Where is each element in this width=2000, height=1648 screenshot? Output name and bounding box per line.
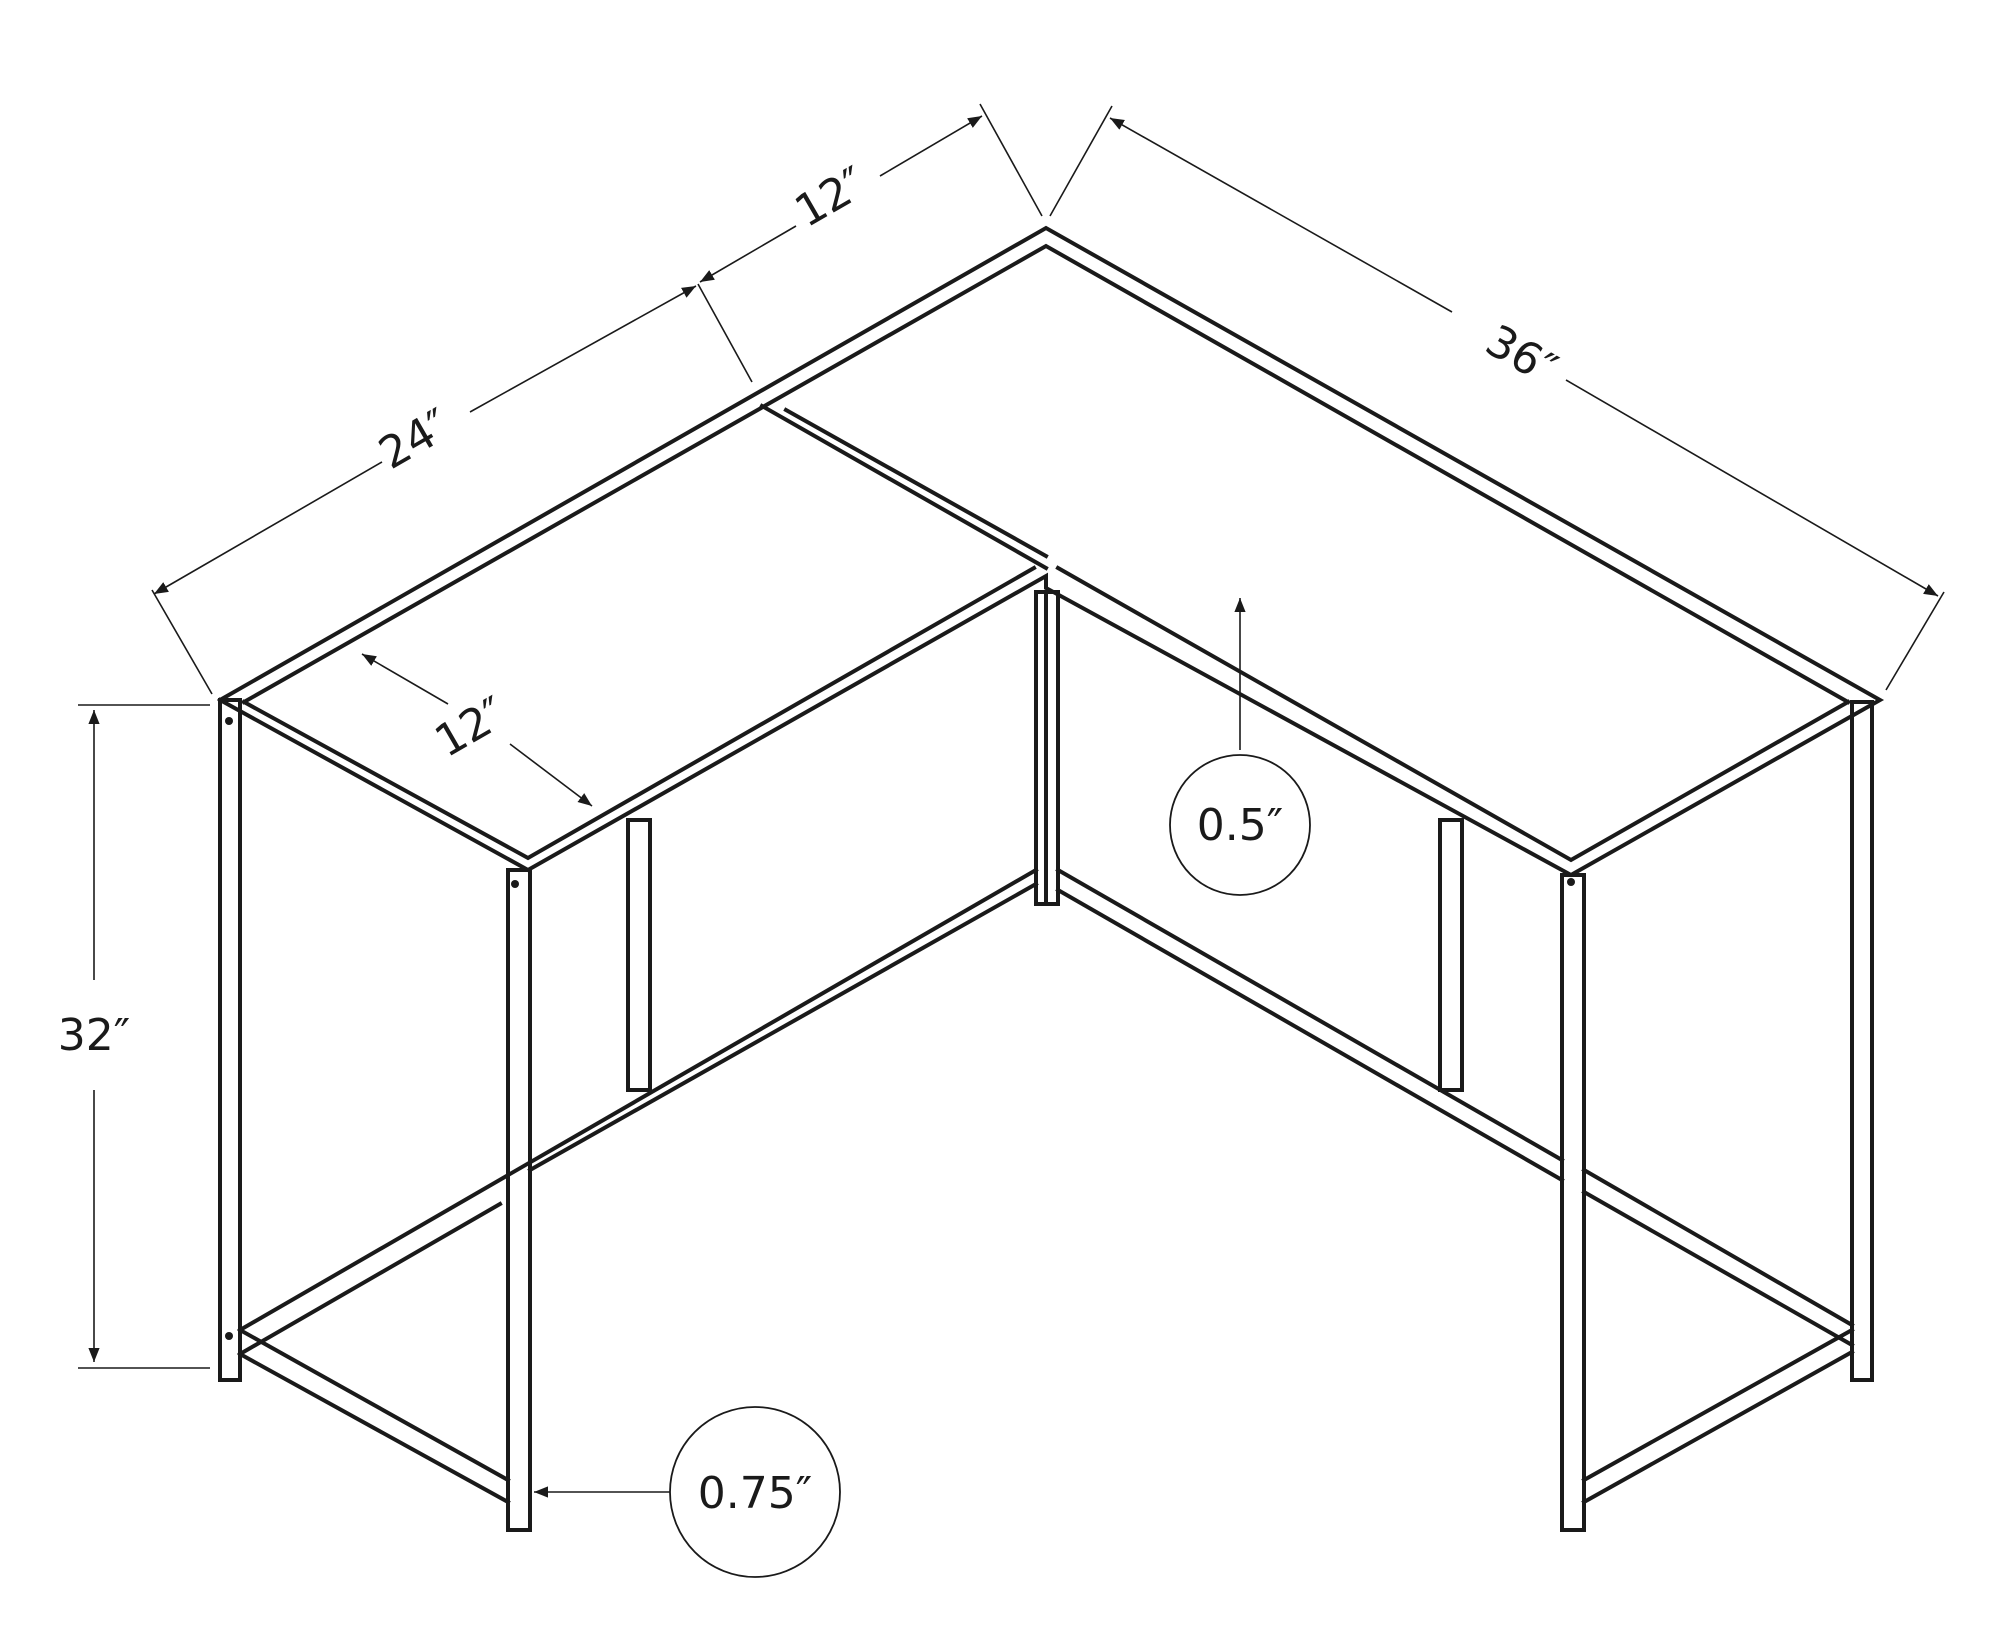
ext-line: [1049, 105, 1113, 217]
rail-right-end-lower: [1581, 1349, 1855, 1505]
top-panel-seam: [759, 403, 1049, 571]
rail-left-back-lower-b: [527, 881, 1039, 1173]
rail-right-end-upper: [1581, 1327, 1855, 1483]
dim-36-line-a: [1109, 117, 1453, 313]
dim-36-line-b: [1565, 379, 1939, 597]
top-inner-left-edge: [241, 565, 1037, 861]
top-panel-seam-inner: [783, 407, 1049, 559]
rail-left-back-lower-a: [237, 1201, 503, 1357]
callout-circle-shelf: [1169, 754, 1311, 896]
screw: [225, 717, 233, 725]
label-shelf-thickness: 0.5″: [1197, 800, 1283, 851]
dim-12-top-line-b: [879, 115, 983, 177]
rail-left-end-upper: [237, 1327, 511, 1483]
dim-12-depth-line-a: [361, 653, 449, 705]
label-height: 32″: [58, 1010, 130, 1061]
dimension-lines: [78, 103, 1945, 1498]
screw: [1567, 878, 1575, 886]
label-width-mid: 12″: [787, 157, 875, 237]
callout-circle-leg: [669, 1406, 841, 1578]
dim-12-depth-line-b: [509, 743, 593, 807]
rail-right-side-upper: [1581, 1167, 1855, 1328]
ext-line: [1885, 591, 1945, 691]
lower-rails: [237, 867, 1855, 1505]
dim-24-line-a: [153, 461, 383, 595]
dim-12-top-line-a: [699, 225, 797, 283]
upright-right: [1438, 818, 1464, 1092]
upright-left: [626, 818, 652, 1092]
top-outer-edge: [217, 225, 1885, 878]
ext-line: [979, 103, 1043, 217]
rail-right-back-upper: [1055, 867, 1565, 1163]
leg-back-right: [1850, 700, 1874, 1382]
label-width-left: 24″: [371, 399, 459, 479]
rail-right-side-lower: [1581, 1189, 1855, 1348]
ext-line: [151, 589, 213, 695]
rail-left-back-upper: [237, 867, 1039, 1333]
rail-right-back-lower: [1055, 887, 1565, 1183]
leg-left-outer: [218, 698, 242, 1382]
top-inner-rim: [241, 243, 1851, 705]
legs: [218, 590, 1874, 1532]
dim-24-line-b: [469, 285, 697, 413]
rail-left-end-lower: [237, 1351, 511, 1505]
screw: [225, 1332, 233, 1340]
label-leg-thickness: 0.75″: [698, 1468, 812, 1519]
leg-front-middle: [506, 868, 532, 1532]
leg-front-right: [1560, 873, 1586, 1532]
table-top: [217, 225, 1885, 878]
top-inner-right-edge: [1055, 565, 1851, 863]
screw: [511, 880, 519, 888]
label-width-right: 36″: [1477, 315, 1565, 395]
ext-line: [697, 283, 753, 383]
